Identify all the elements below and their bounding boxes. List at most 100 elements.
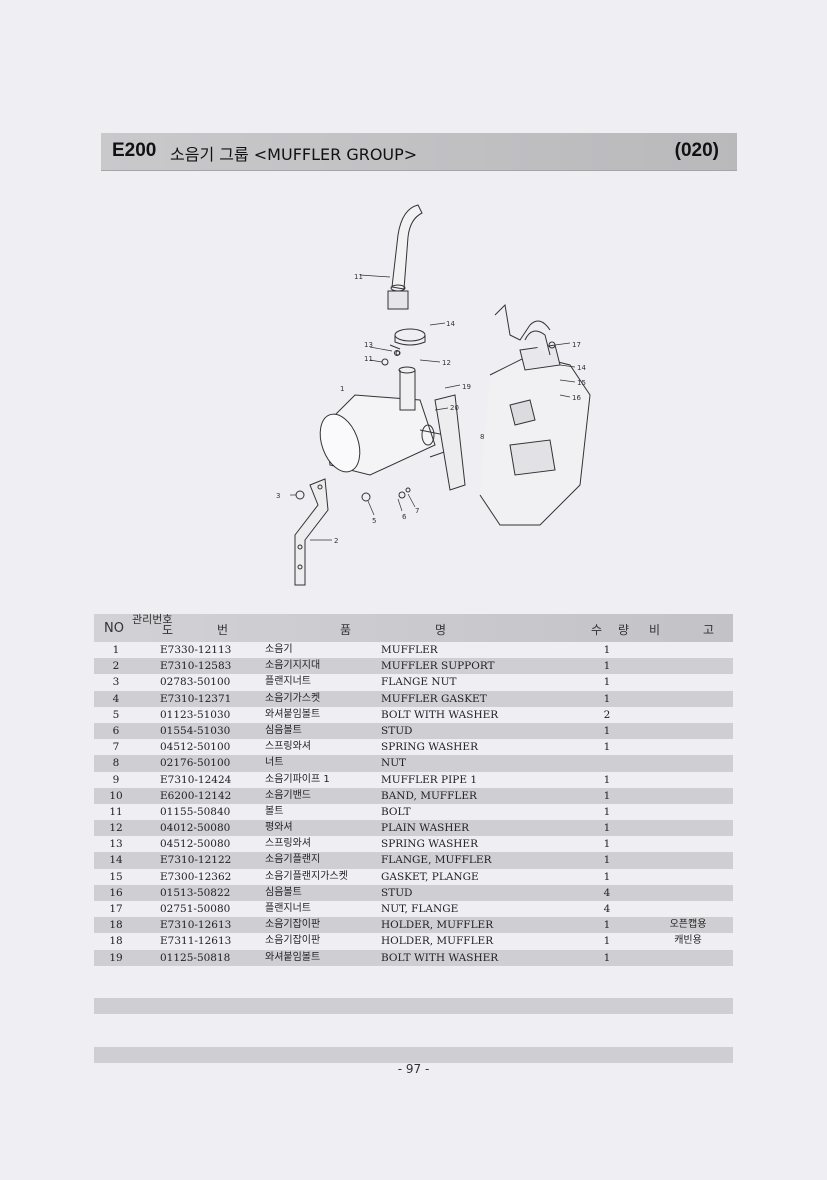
- english-name: MUFFLER GASKET: [381, 692, 487, 705]
- parts-table: NO 관리번호 도 번 품 명 수 량 비 고 1 E7330-12113 소음기 M…: [94, 614, 733, 1063]
- row-number: 2: [112, 660, 120, 673]
- callout-3: 3: [276, 492, 280, 500]
- row-number: 12: [109, 822, 123, 835]
- english-name: MUFFLER SUPPORT: [381, 660, 495, 673]
- callout-8: 8: [480, 433, 484, 441]
- quantity: 1: [603, 692, 611, 705]
- flange-nut-3: [295, 490, 305, 500]
- korean-name: 소음기파이프 1: [265, 773, 330, 785]
- english-name: NUT, FLANGE: [381, 903, 459, 915]
- korean-name: 스프링와셔: [265, 838, 311, 850]
- row-number: 16: [109, 886, 123, 899]
- row-number: 18: [109, 919, 123, 932]
- english-name: SPRING WASHER: [381, 741, 478, 754]
- quantity: 1: [603, 854, 611, 867]
- header-ryang: 량: [618, 623, 630, 637]
- quantity: 1: [603, 951, 611, 964]
- row-number: 11: [109, 805, 123, 818]
- english-name: MUFFLER PIPE 1: [381, 773, 478, 786]
- row-number: 17: [109, 903, 123, 915]
- korean-name: 소음기: [265, 644, 293, 655]
- korean-name: 소음기플랜지가스켓: [265, 870, 348, 882]
- muffler-body-part: [319, 366, 451, 476]
- quantity: 1: [603, 789, 611, 802]
- callout-1: 1: [340, 385, 344, 393]
- english-name: HOLDER, MUFFLER: [381, 919, 494, 932]
- quantity: 1: [603, 676, 611, 689]
- row-number: 18: [109, 935, 123, 948]
- part-number: 02783-50100: [160, 676, 231, 689]
- quantity: 1: [603, 870, 611, 883]
- quantity: 4: [603, 886, 611, 899]
- header-su: 수: [591, 623, 603, 637]
- muffler-holder-part: [434, 394, 466, 491]
- english-name: BAND, MUFFLER: [381, 789, 477, 802]
- english-name: GASKET, PLANGE: [381, 870, 479, 883]
- quantity: 1: [603, 822, 611, 835]
- callout-13: 13: [364, 341, 373, 349]
- blank-row: [94, 982, 733, 998]
- section-code: E200: [112, 140, 157, 161]
- english-name: FLANGE, MUFFLER: [381, 854, 492, 867]
- row-number: 13: [109, 838, 123, 851]
- quantity: 1: [603, 741, 611, 754]
- quantity: 1: [603, 660, 611, 673]
- english-name: BOLT: [381, 805, 411, 818]
- korean-name: 소음기지지대: [265, 660, 321, 672]
- muffler-support-part: [294, 478, 329, 586]
- quantity: 1: [603, 773, 611, 786]
- row-number: 5: [112, 708, 120, 721]
- table-row: 2 E7310-12583 소음기지지대 MUFFLER SUPPORT 1: [94, 658, 733, 675]
- header-beon: 번: [217, 623, 229, 637]
- korean-name: 와셔붙임볼트: [265, 951, 321, 963]
- english-name: PLAIN WASHER: [381, 822, 470, 835]
- callout-16: 16: [572, 394, 581, 402]
- part-number: 01513-50822: [160, 886, 231, 899]
- remark: 캐빈용: [674, 935, 702, 947]
- quantity: 1: [603, 805, 611, 818]
- part-number: E7310-12613: [160, 919, 232, 932]
- part-number: 02176-50100: [160, 757, 231, 770]
- callout-19: 19: [462, 383, 471, 391]
- part-number: E7310-12371: [160, 692, 232, 705]
- blank-row: [94, 1046, 733, 1063]
- callout-2: 2: [334, 537, 338, 545]
- header-myeong: 명: [435, 623, 447, 637]
- row-number: 3: [112, 676, 120, 689]
- header-management-number: 관리번호: [132, 613, 173, 626]
- korean-name: 소음기밴드: [265, 789, 311, 801]
- callout-17: 17: [572, 341, 581, 349]
- bolt-11: [381, 358, 389, 366]
- part-number: E7330-12113: [160, 644, 232, 656]
- part-number: 01554-51030: [160, 724, 231, 737]
- bolt-5: [361, 492, 371, 502]
- page-number: - 97 -: [397, 1062, 430, 1076]
- part-number: E7310-12583: [160, 660, 232, 673]
- callout-11: 11: [364, 355, 373, 363]
- row-number: 14: [109, 854, 123, 867]
- header-do: 도: [162, 623, 174, 637]
- korean-name: 와셔붙임볼트: [265, 708, 321, 720]
- callout-12: 12: [442, 359, 451, 367]
- muffler-exploded-diagram: 11 14 13 11 12 19 20 1 3 5 6 7 2 8 17 14…: [270, 195, 610, 595]
- english-name: FLANGE NUT: [381, 676, 457, 689]
- row-number: 7: [112, 741, 120, 754]
- part-number: E7310-12424: [160, 773, 232, 786]
- part-number: E7300-12362: [160, 870, 232, 883]
- row-number: 8: [112, 757, 120, 770]
- quantity: 4: [603, 903, 611, 915]
- quantity: 1: [603, 724, 611, 737]
- header-no: NO: [104, 621, 124, 636]
- blank-row: [94, 998, 733, 1015]
- parts-table-header: NO 관리번호 도 번 품 명 수 량 비 고: [94, 614, 733, 642]
